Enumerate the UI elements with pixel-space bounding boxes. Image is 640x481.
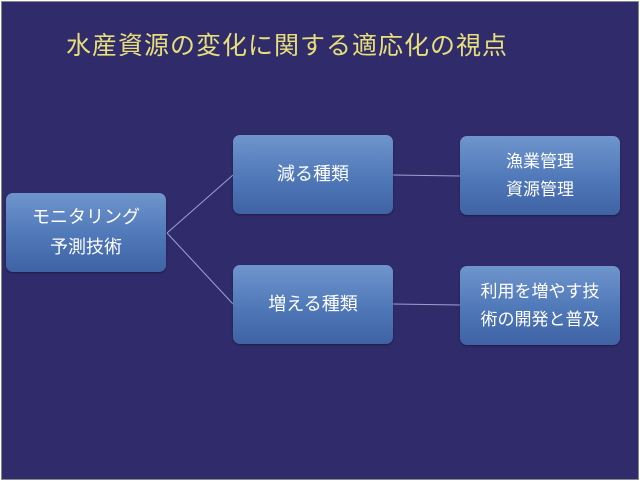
connector-decrease-management (392, 174, 461, 177)
node-line: 資源管理 (506, 179, 574, 200)
connector-root-increase (166, 232, 234, 305)
node-management: 漁業管理 資源管理 (460, 136, 620, 215)
node-line: 減る種類 (277, 163, 349, 185)
node-line: 予測技術 (50, 236, 122, 258)
slide-title: 水産資源の変化に関する適応化の視点 (66, 31, 509, 60)
node-line: 術の開発と普及 (480, 309, 600, 330)
connector-root-decrease (166, 174, 234, 234)
node-line: 増える種類 (268, 293, 358, 315)
node-decreasing-species: 減る種類 (233, 135, 393, 214)
connector-increase-utilization (392, 303, 461, 306)
node-utilization: 利用を増やす技 術の開発と普及 (460, 266, 620, 345)
node-line: モニタリング (32, 206, 140, 228)
node-line: 利用を増やす技 (480, 281, 600, 302)
node-monitoring-forecast: モニタリング 予測技術 (6, 193, 166, 272)
node-increasing-species: 増える種類 (233, 265, 393, 344)
node-line: 漁業管理 (506, 151, 574, 172)
